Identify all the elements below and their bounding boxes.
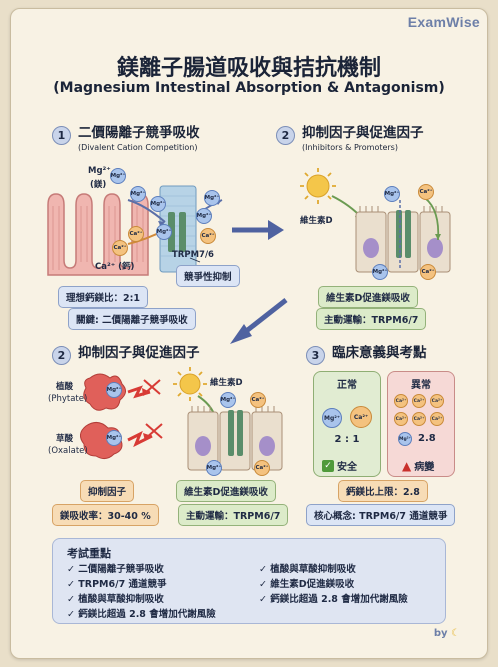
ca-ion: Ca²⁺	[350, 406, 372, 428]
mg-ion: Mg²⁺	[384, 186, 400, 202]
mg-ion: Mg²⁺	[106, 382, 122, 398]
footer-by: by	[433, 628, 448, 639]
active-transport-pill: 主動運輸：TRPM6/7	[316, 308, 427, 330]
mg-ion: Mg²⁺	[398, 432, 412, 446]
summary-item: 二價陽離子競爭吸收	[67, 561, 164, 575]
summary-title: 考試重點	[67, 547, 111, 560]
ca-ion: Ca²⁺	[250, 392, 266, 408]
exam-summary-box: 考試重點 二價陽離子競爭吸收 TRPM6/7 通道競爭 植酸與草酸抑制吸收 鈣鎂…	[52, 538, 446, 624]
summary-item: 植酸與草酸抑制吸收	[259, 561, 356, 575]
oxalate-en-label: (Oxalate)	[48, 446, 88, 456]
abnormal-status: ▲ 病變	[402, 458, 435, 474]
phytate-en-label: (Phytate)	[48, 394, 88, 404]
mg-ion: Mg²⁺	[150, 196, 166, 212]
section2a-number: 2	[276, 126, 295, 145]
summary-item: 鈣鎂比超過 2.8 會增加代謝風險	[67, 606, 215, 620]
section2b-title: 抑制因子與促進因子	[78, 345, 200, 361]
ca-ion: Ca²⁺	[420, 264, 436, 280]
mg-ion: Mg²⁺	[204, 190, 220, 206]
channel-label: TRPM7/6	[172, 250, 214, 260]
check-icon: ✓	[322, 459, 334, 472]
ca-ion: Ca²⁺	[200, 228, 216, 244]
mg-ion: Mg²⁺	[106, 430, 122, 446]
abnormal-status-label: 病變	[414, 462, 435, 473]
summary-item: 植酸與草酸抑制吸收	[67, 591, 164, 605]
ca-ion: Ca²⁺	[128, 226, 144, 242]
vitd-promote-pill: 維生素D促進鎂吸收	[176, 480, 276, 502]
ratio-limit-pill: 鈣鎂比上限：2.8	[338, 480, 428, 502]
section2b-number: 2	[52, 346, 71, 365]
abnormal-ratio: 2.8	[418, 433, 436, 444]
key-point-pill: 關鍵: 二價陽離子競爭吸收	[68, 308, 196, 330]
mg-ion: Mg²⁺	[156, 224, 172, 240]
mg-label: Mg²⁺	[88, 166, 111, 176]
mg-ion: Mg²⁺	[130, 186, 146, 202]
ideal-ratio-pill: 理想鈣鎂比：2:1	[58, 286, 149, 308]
mg-ion: Mg²⁺	[220, 392, 236, 408]
ca-ion: Ca²⁺	[418, 184, 434, 200]
vitd-promote-pill: 維生素D促進鎂吸收	[318, 286, 418, 308]
mg-ion: Mg²⁺	[322, 408, 342, 428]
warning-icon: ▲	[402, 458, 412, 473]
section1-header: 1 二價陽離子競爭吸收 (Divalent Cation Competition…	[52, 125, 200, 152]
summary-item: TRPM6/7 通道競爭	[67, 576, 166, 590]
normal-status: ✓ 安全	[322, 458, 357, 473]
brand-logo: ExamWise	[407, 14, 480, 30]
mg-ion: Mg²⁺	[196, 208, 212, 224]
core-concept-pill: 核心概念: TRPM6/7 通道競爭	[306, 504, 456, 526]
section1-number: 1	[52, 126, 71, 145]
abnormal-ratio-box: 異常 Ca²⁺ Ca²⁺ Ca²⁺ Ca²⁺ Ca²⁺ Ca²⁺ Mg²⁺ 2.…	[387, 371, 455, 477]
section2a-header: 2 抑制因子與促進因子 (Inhibitors & Promoters)	[276, 125, 424, 152]
ca-ion: Ca²⁺	[430, 394, 444, 408]
section3-number: 3	[306, 346, 325, 365]
normal-ratio: 2 : 1	[334, 434, 360, 445]
phytate-label: 植酸	[56, 382, 74, 392]
mg-ion: Mg²⁺	[206, 460, 222, 476]
normal-title: 正常	[337, 380, 357, 391]
section1-title: 二價陽離子競爭吸收	[78, 125, 200, 141]
active-transport-pill: 主動運輸：TRPM6/7	[178, 504, 289, 526]
vitamin-d-label: 維生素D	[210, 378, 243, 388]
banana-icon: ☾	[451, 628, 460, 639]
inhibitor-pill: 抑制因子	[80, 480, 135, 502]
summary-item: 維生素D促進鎂吸收	[259, 576, 354, 590]
sun-icon	[300, 168, 336, 204]
section2a-subtitle: (Inhibitors & Promoters)	[302, 142, 398, 152]
ca-ion: Ca²⁺	[430, 412, 444, 426]
page-subtitle: (Magnesium Intestinal Absorption & Antag…	[53, 80, 445, 96]
ca-label: Ca²⁺ (鈣)	[95, 262, 135, 272]
normal-status-label: 安全	[337, 462, 357, 473]
abnormal-title: 異常	[411, 380, 431, 391]
normal-ratio-box: 正常 Mg²⁺ Ca²⁺ 2 : 1	[313, 371, 381, 477]
summary-item: 鈣鎂比超過 2.8 會增加代謝風險	[259, 591, 407, 605]
oxalate-label: 草酸	[56, 434, 74, 444]
section3-header: 3 臨床意義與考點	[306, 345, 427, 365]
section2b-header: 2 抑制因子與促進因子	[52, 345, 200, 365]
absorption-rate-pill: 鎂吸收率：30-40 %	[52, 504, 159, 526]
section3-title: 臨床意義與考點	[332, 345, 427, 361]
mg-ion: Mg²⁺	[110, 168, 126, 184]
ca-ion: Ca²⁺	[394, 412, 408, 426]
page-title: 鎂離子腸道吸收與拮抗機制	[116, 56, 381, 81]
ca-ion: Ca²⁺	[112, 240, 128, 256]
sun-icon	[173, 367, 207, 401]
ca-ion: Ca²⁺	[254, 460, 270, 476]
section1-subtitle: (Divalent Cation Competition)	[78, 142, 198, 152]
footer-signature: by ☾	[434, 628, 460, 639]
vitamin-d-label: 維生素D	[300, 216, 333, 226]
section2a-title: 抑制因子與促進因子	[302, 125, 424, 141]
mg-cn-label: (鎂)	[90, 180, 107, 190]
mg-ion: Mg²⁺	[372, 264, 388, 280]
ca-ion: Ca²⁺	[394, 394, 408, 408]
competitive-inhibition-tag: 競爭性抑制	[176, 265, 240, 287]
ca-ion: Ca²⁺	[412, 412, 426, 426]
ca-ion: Ca²⁺	[412, 394, 426, 408]
